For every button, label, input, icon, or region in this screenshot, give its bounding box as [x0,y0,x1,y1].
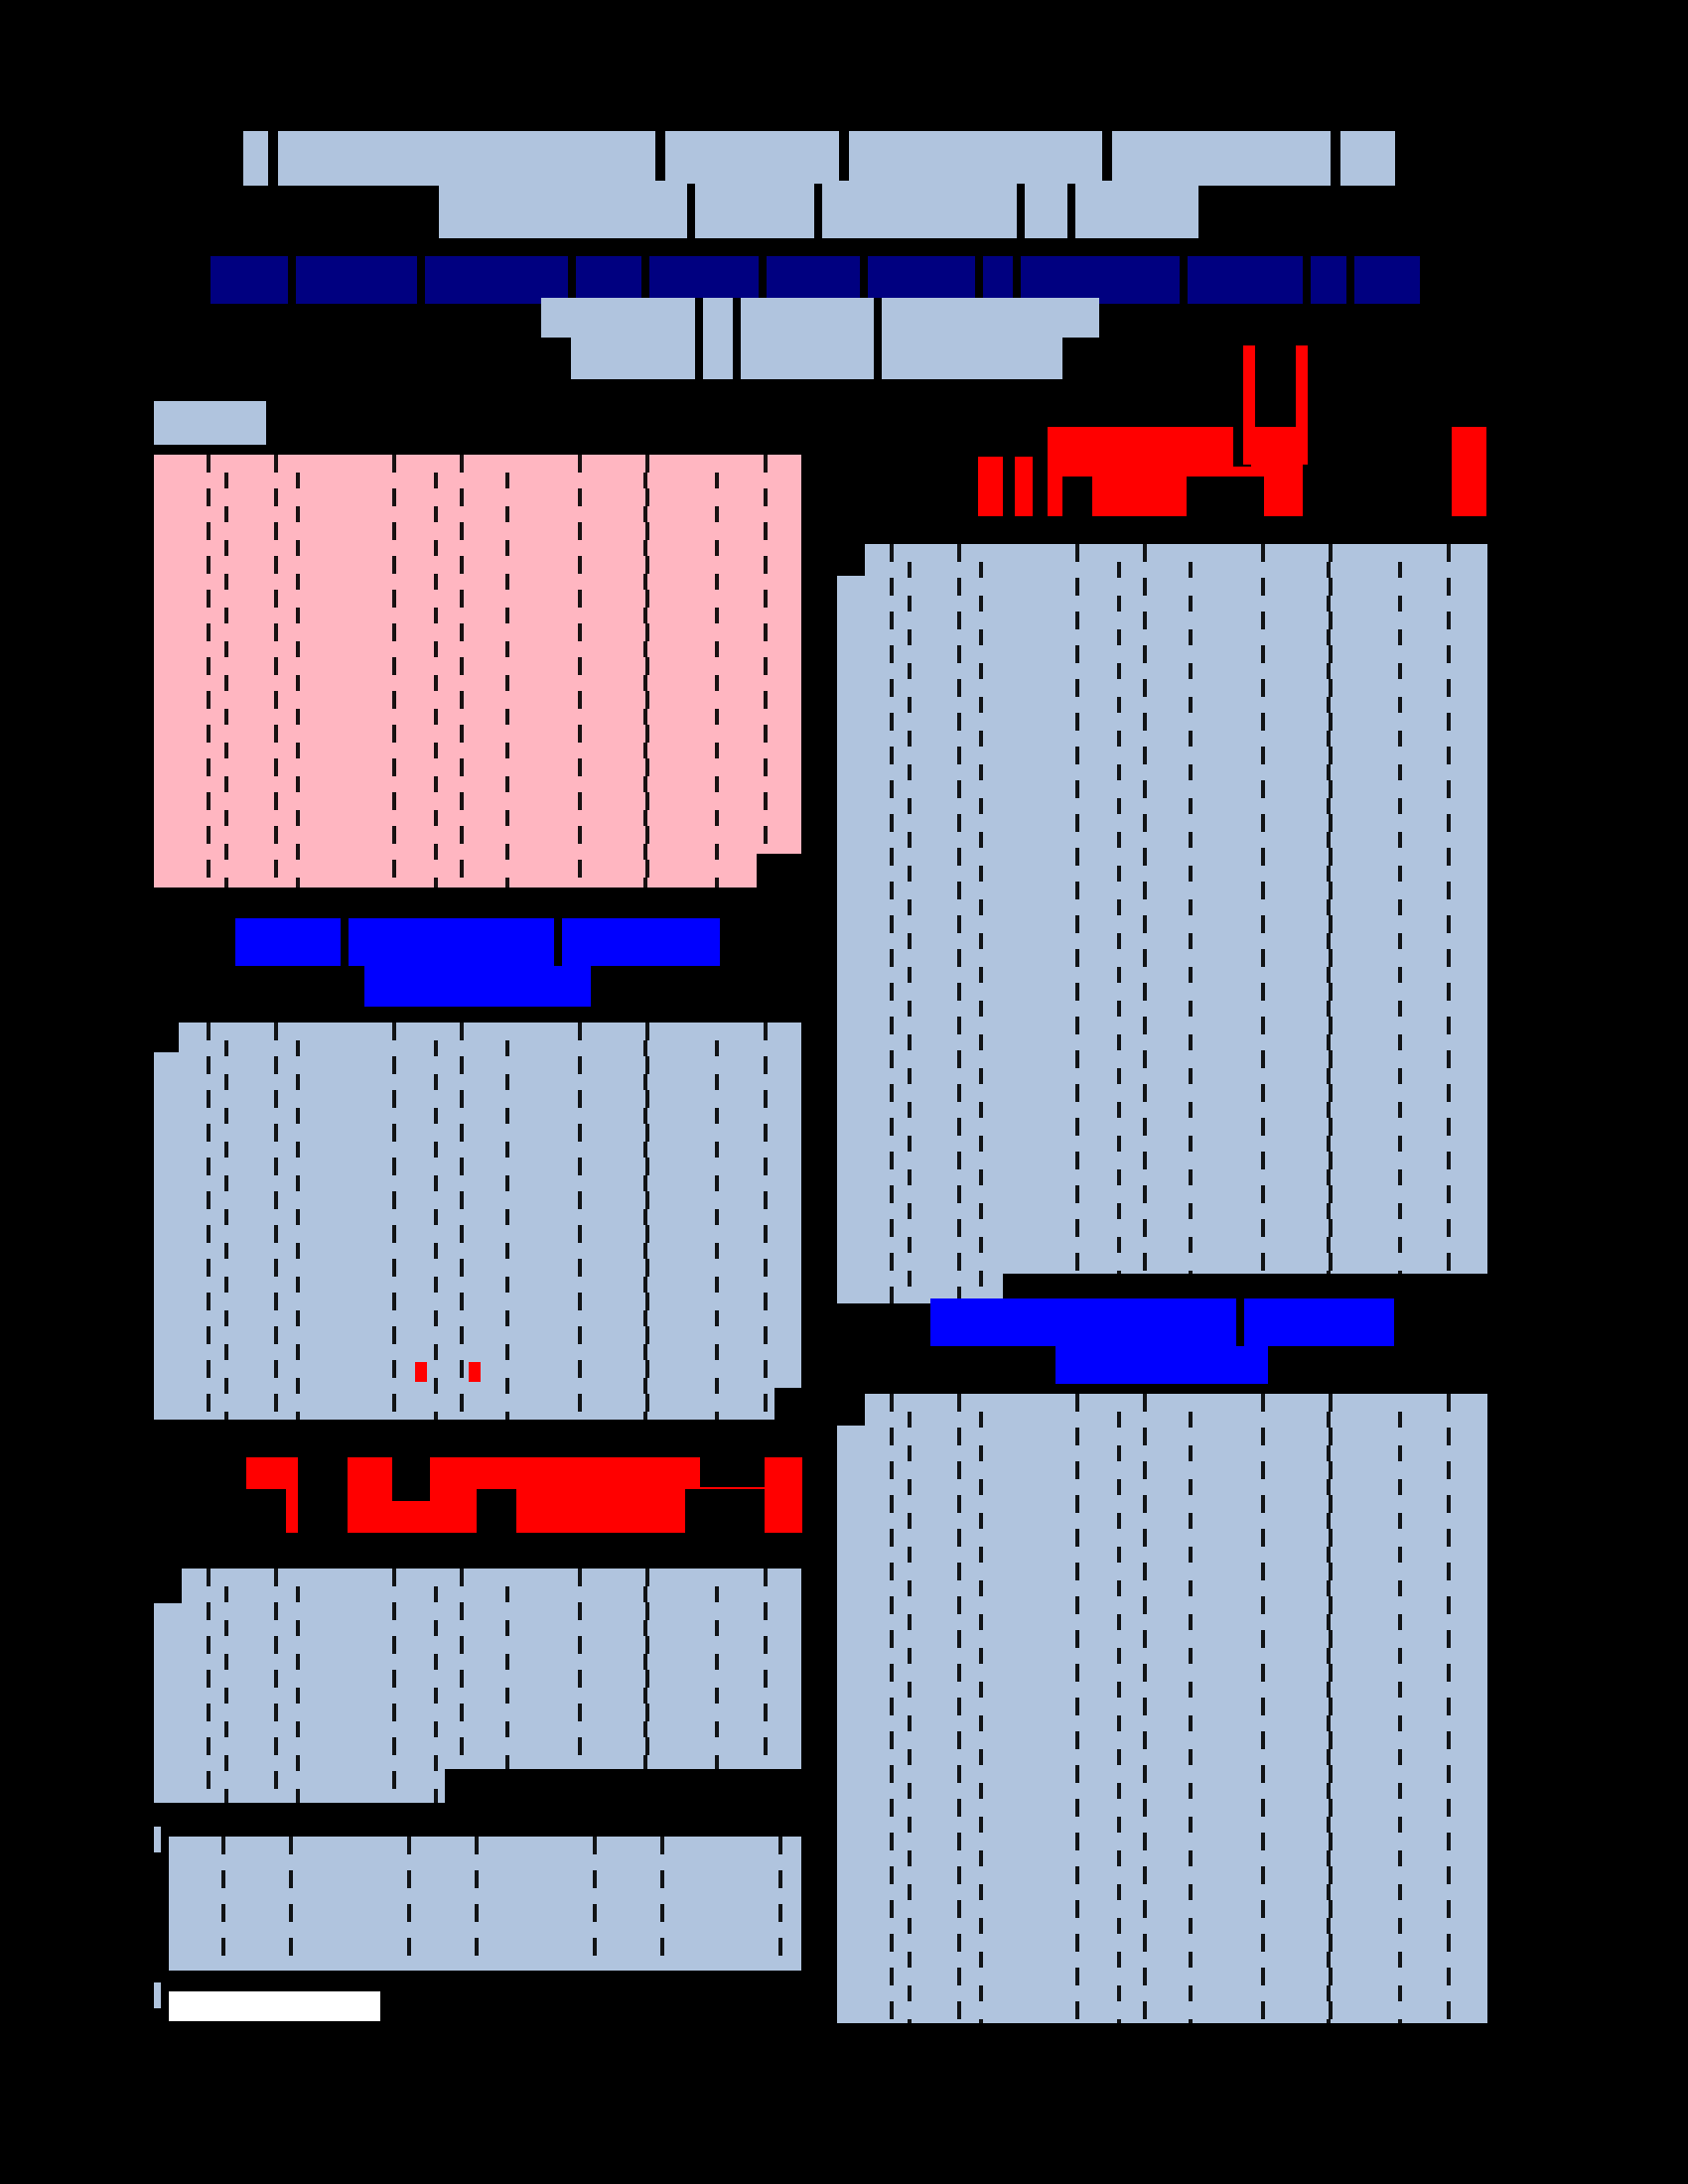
abstract-label [154,401,266,445]
footnote-text [169,1837,801,1971]
equation-left-marker-1 [415,1362,427,1382]
section-heading-1 [235,918,720,966]
abstract-body [154,455,801,887]
equation-left-marker-2 [469,1362,481,1382]
author-list [211,256,1420,304]
equation-right-bar-1 [1243,345,1255,465]
body-paragraph-right-2 [837,1394,1487,2023]
affiliation [541,298,1099,379]
equation-right-tag [1452,457,1486,494]
equation-right-bar-2 [1296,345,1308,465]
footnote-marker-2 [154,1982,161,2008]
footnote-marker-1 [154,1827,161,1852]
section-heading-2-line-2 [1055,1344,1268,1384]
body-paragraph-left-1 [154,1023,801,1420]
body-paragraph-left-2 [154,1569,801,1803]
body-paragraph-right-1 [837,544,1487,1303]
paper-title-line-1 [243,131,1395,186]
footnote-rule [169,1991,380,2021]
section-heading-1-line-2 [364,963,591,1007]
section-heading-2 [930,1298,1394,1346]
